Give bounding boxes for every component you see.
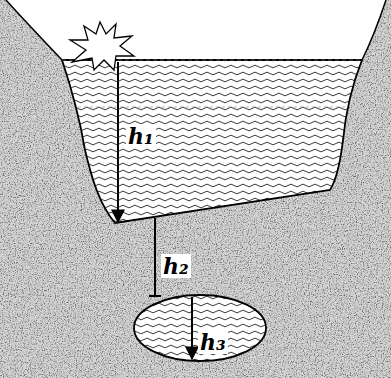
cavity-height-label: h₃ <box>198 330 228 354</box>
ground-surface <box>6 0 386 60</box>
h1-arrow <box>117 62 119 222</box>
explosion <box>70 22 134 70</box>
distance-label: h₂ <box>161 254 191 278</box>
h2-line <box>154 218 156 296</box>
sky <box>6 0 386 60</box>
cavity <box>134 295 266 361</box>
lake <box>62 60 362 223</box>
h2-tick <box>149 295 161 297</box>
h3-arrow <box>191 297 193 359</box>
depth-label: h₁ <box>126 124 156 148</box>
